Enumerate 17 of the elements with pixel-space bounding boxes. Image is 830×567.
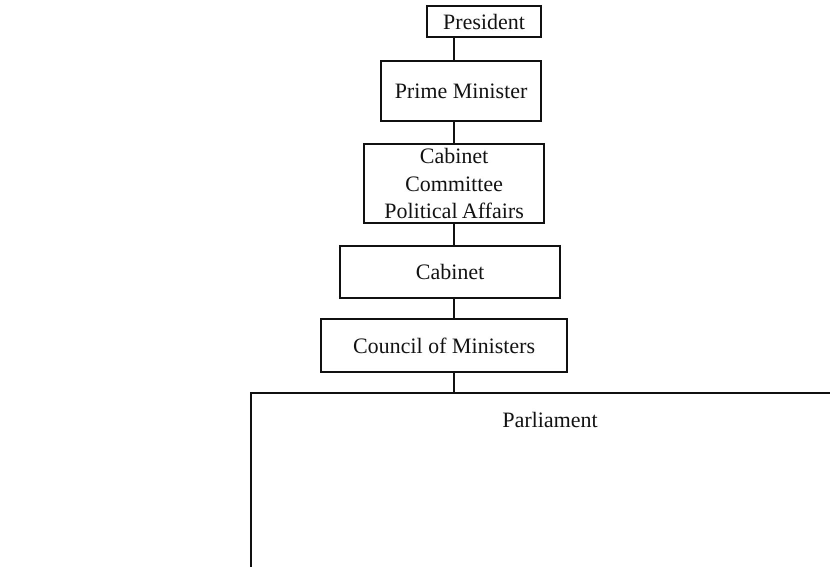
box-label: Council of Ministers (352, 332, 536, 360)
org-box (250, 392, 830, 567)
connector-line (453, 299, 455, 318)
connector-line (453, 122, 455, 143)
org-box (380, 60, 542, 122)
box-label: Parliament (501, 406, 599, 434)
org-box (363, 143, 545, 224)
org-box (320, 318, 568, 373)
org-box (426, 5, 542, 38)
box-label: President (442, 8, 526, 36)
box-label: Cabinet Committee Political Affairs (383, 142, 525, 225)
connector-line (453, 224, 455, 245)
connector-line (453, 373, 455, 392)
box-label: Cabinet (414, 258, 486, 286)
box-label: Prime Minister (394, 77, 528, 105)
connector-line (453, 38, 455, 60)
org-box (339, 245, 561, 299)
